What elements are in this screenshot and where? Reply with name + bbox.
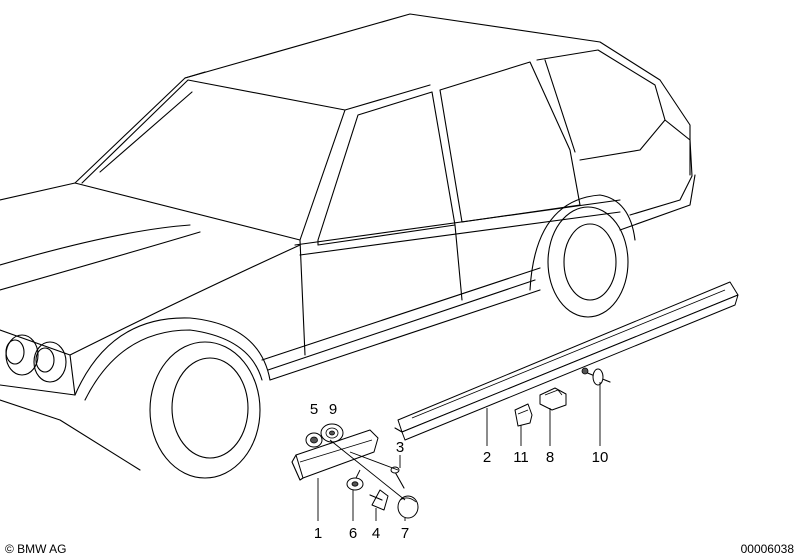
car-illustration: [0, 13, 696, 479]
callout-3: 3: [396, 439, 404, 456]
callout-9: 9: [329, 401, 337, 418]
part-10-push-rivet: [581, 367, 611, 386]
part-5-nut: [305, 432, 323, 448]
diagram-number: 00006038: [741, 542, 795, 556]
part-7-cap: [397, 495, 419, 519]
callout-7: 7: [401, 525, 409, 542]
part-1-front-trim: [291, 429, 379, 481]
callout-11: 11: [513, 449, 529, 466]
callout-5: 5: [310, 401, 318, 418]
callout-1: 1: [314, 525, 322, 542]
copyright-label: © BMW AG: [5, 542, 67, 556]
callout-4: 4: [372, 525, 380, 542]
callout-8: 8: [546, 449, 554, 466]
callout-10: 10: [592, 449, 609, 466]
callout-6: 6: [349, 525, 357, 542]
part-4-bracket: [369, 489, 389, 511]
callout-labels: 1 2 3 4 5 6 7 8 9 10 11: [310, 401, 609, 542]
callout-2: 2: [483, 449, 491, 466]
part-9-grommet: [320, 423, 344, 443]
leader-lines: [317, 382, 601, 521]
part-8-clip: [539, 387, 567, 411]
part-2-side-sill-trim: [394, 281, 739, 441]
part-6-washer: [346, 477, 364, 491]
part-11-small-clip: [514, 403, 533, 427]
assembly-lines: [329, 439, 406, 501]
part-3-screw: [390, 466, 405, 489]
